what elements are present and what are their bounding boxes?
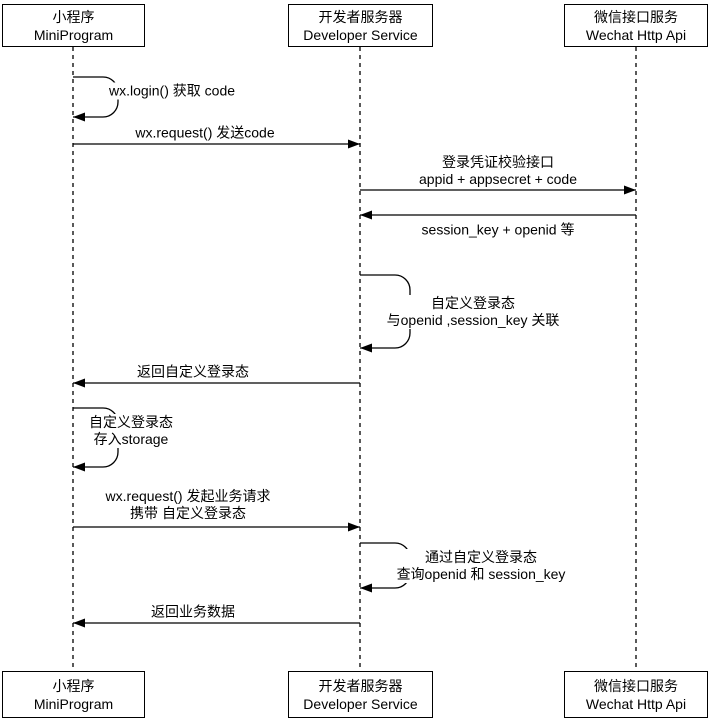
actor-label-zh: 开发者服务器 <box>318 677 403 694</box>
label-custom-login-state: 自定义登录态 与openid ,session_key 关联 <box>384 295 562 329</box>
label-line: 返回业务数据 <box>151 603 235 620</box>
label-line: 与openid ,session_key 关联 <box>386 312 560 328</box>
actor-label-en: Wechat Http Api <box>585 26 687 43</box>
label-line: wx.request() 发送code <box>135 124 275 141</box>
label-wx-login: wx.login() 获取 code <box>106 82 238 100</box>
label-return-state: 返回自定义登录态 <box>135 363 251 381</box>
actor-label-zh: 小程序 <box>52 8 95 25</box>
label-line: 自定义登录态 <box>89 414 173 430</box>
label-line: 通过自定义登录态 <box>425 549 537 565</box>
actor-label-zh: 微信接口服务 <box>594 8 678 25</box>
label-line: 存入storage <box>93 431 169 447</box>
actor-label-en: MiniProgram <box>33 26 114 43</box>
label-verify-credential: 登录凭证校验接口 appid + appsecret + code <box>416 154 580 188</box>
label-line: 返回自定义登录态 <box>137 363 249 380</box>
actor-label-en: Developer Service <box>303 26 418 43</box>
label-line: wx.request() 发起业务请求 <box>105 488 271 504</box>
label-line: 查询openid 和 session_key <box>396 566 566 582</box>
label-store-storage: 自定义登录态 存入storage <box>87 414 175 448</box>
label-query-openid: 通过自定义登录态 查询openid 和 session_key <box>394 549 568 583</box>
actor-box-top-developer: 开发者服务器 Developer Service <box>288 4 433 47</box>
actor-label-en: Developer Service <box>303 695 418 712</box>
label-line: 携带 自定义登录态 <box>130 505 246 521</box>
label-return-data: 返回业务数据 <box>149 603 237 621</box>
label-line: session_key + openid 等 <box>421 221 575 238</box>
label-line: 自定义登录态 <box>430 295 515 311</box>
actor-label-en: Wechat Http Api <box>585 695 687 712</box>
actor-label-zh: 微信接口服务 <box>594 677 678 694</box>
actor-box-top-miniprogram: 小程序 MiniProgram <box>2 4 145 47</box>
actor-box-bottom-developer: 开发者服务器 Developer Service <box>288 671 433 718</box>
label-line: wx.login() 获取 code <box>108 82 236 99</box>
actor-label-zh: 开发者服务器 <box>318 8 403 25</box>
label-line: 登录凭证校验接口 <box>441 154 554 170</box>
actor-box-bottom-wechat: 微信接口服务 Wechat Http Api <box>564 671 708 718</box>
label-send-code: wx.request() 发送code <box>133 124 277 142</box>
actor-label-zh: 小程序 <box>52 677 95 694</box>
label-biz-request: wx.request() 发起业务请求 携带 自定义登录态 <box>103 488 273 522</box>
actor-box-top-wechat: 微信接口服务 Wechat Http Api <box>564 4 708 47</box>
actor-box-bottom-miniprogram: 小程序 MiniProgram <box>2 671 145 718</box>
label-session-response: session_key + openid 等 <box>419 221 577 239</box>
label-line: appid + appsecret + code <box>418 171 578 187</box>
actor-label-en: MiniProgram <box>33 695 114 712</box>
